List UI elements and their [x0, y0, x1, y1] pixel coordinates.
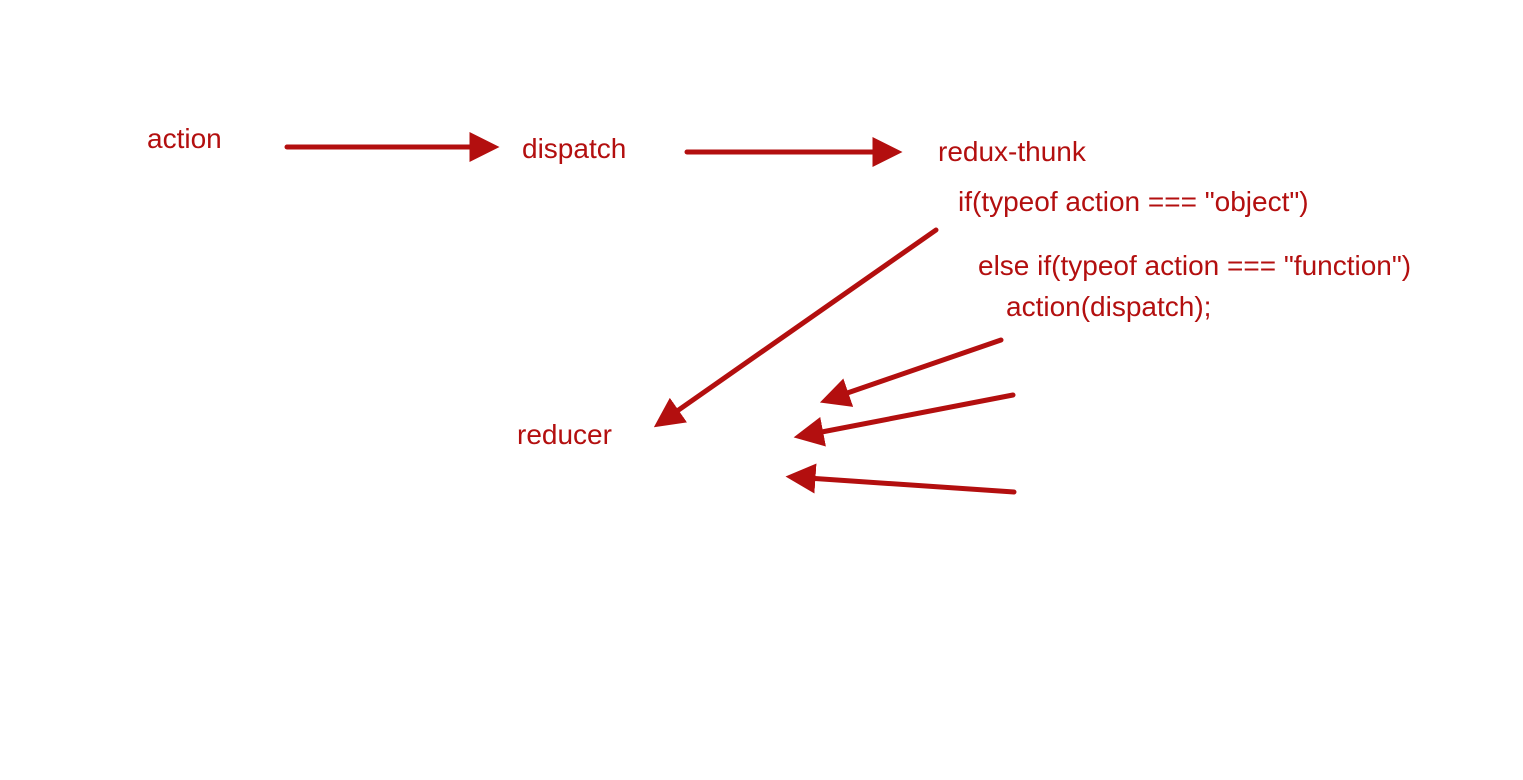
node-dispatch: dispatch [522, 133, 626, 164]
node-action: action [147, 123, 222, 154]
node-redux-thunk: redux-thunk [938, 136, 1087, 167]
call-action-dispatch: action(dispatch); [1006, 291, 1211, 322]
condition-function: else if(typeof action === "function") [978, 250, 1411, 281]
node-reducer: reducer [517, 419, 612, 450]
arrow-thunk-to-reducer-2 [793, 392, 1016, 447]
arrow-thunk-to-reducer-3 [785, 463, 1017, 495]
arrow-thunk-to-reducer-1 [819, 337, 1004, 407]
condition-object: if(typeof action === "object") [958, 186, 1309, 217]
arrow-object-to-reducer [653, 227, 939, 428]
